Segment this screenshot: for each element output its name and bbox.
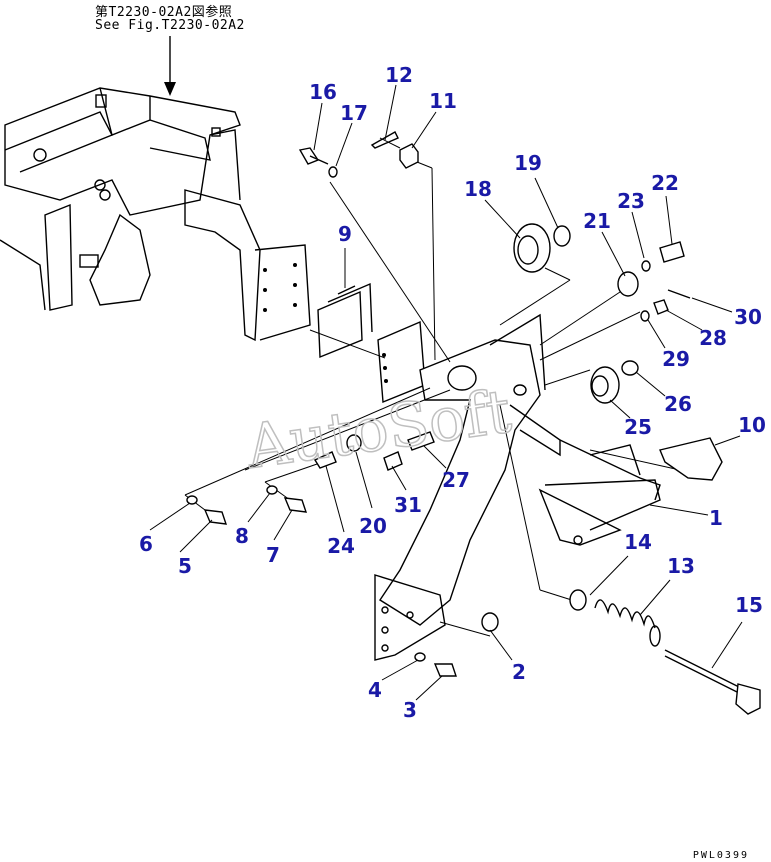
callout-15: 15 [735,593,763,617]
callout-16: 16 [309,80,337,104]
reference-note-japanese: 第T2230-02A2図参照 [95,5,233,20]
callout-21: 21 [583,209,611,233]
callout-24: 24 [327,534,355,558]
callout-12: 12 [385,63,413,87]
callout-25: 25 [624,415,652,439]
callout-14: 14 [624,530,652,554]
callout-18: 18 [464,177,492,201]
callout-8: 8 [235,524,249,548]
callout-leaders [149,84,743,701]
callout-31: 31 [394,493,422,517]
reference-arrow [164,36,176,96]
callout-9: 9 [338,222,352,246]
pedal-arm [374,313,661,661]
callout-28: 28 [699,326,727,350]
callout-labels: 1 2 3 4 5 6 7 8 9 10 11 12 13 14 15 16 1… [139,63,766,722]
callout-29: 29 [662,347,690,371]
callout-3: 3 [403,698,417,722]
drawing-code: PWL0399 [692,850,749,861]
leader-lines [184,137,681,637]
callout-4: 4 [368,678,382,702]
callout-7: 7 [266,543,280,567]
callout-20: 20 [359,514,387,538]
callout-27: 27 [442,468,470,492]
callout-5: 5 [178,554,192,578]
callout-2: 2 [512,660,526,684]
callout-13: 13 [667,554,695,578]
callout-6: 6 [139,532,153,556]
frame-assembly [0,87,311,342]
callout-26: 26 [664,392,692,416]
callout-22: 22 [651,171,679,195]
callout-17: 17 [340,101,368,125]
callout-19: 19 [514,151,542,175]
shim-plates [309,268,386,359]
hardware-parts [186,131,761,715]
callout-23: 23 [617,189,645,213]
callout-10: 10 [738,413,766,437]
callout-30: 30 [734,305,762,329]
reference-note-english: See Fig.T2230-02A2 [95,18,245,33]
callout-11: 11 [429,89,457,113]
callout-1: 1 [709,506,723,530]
